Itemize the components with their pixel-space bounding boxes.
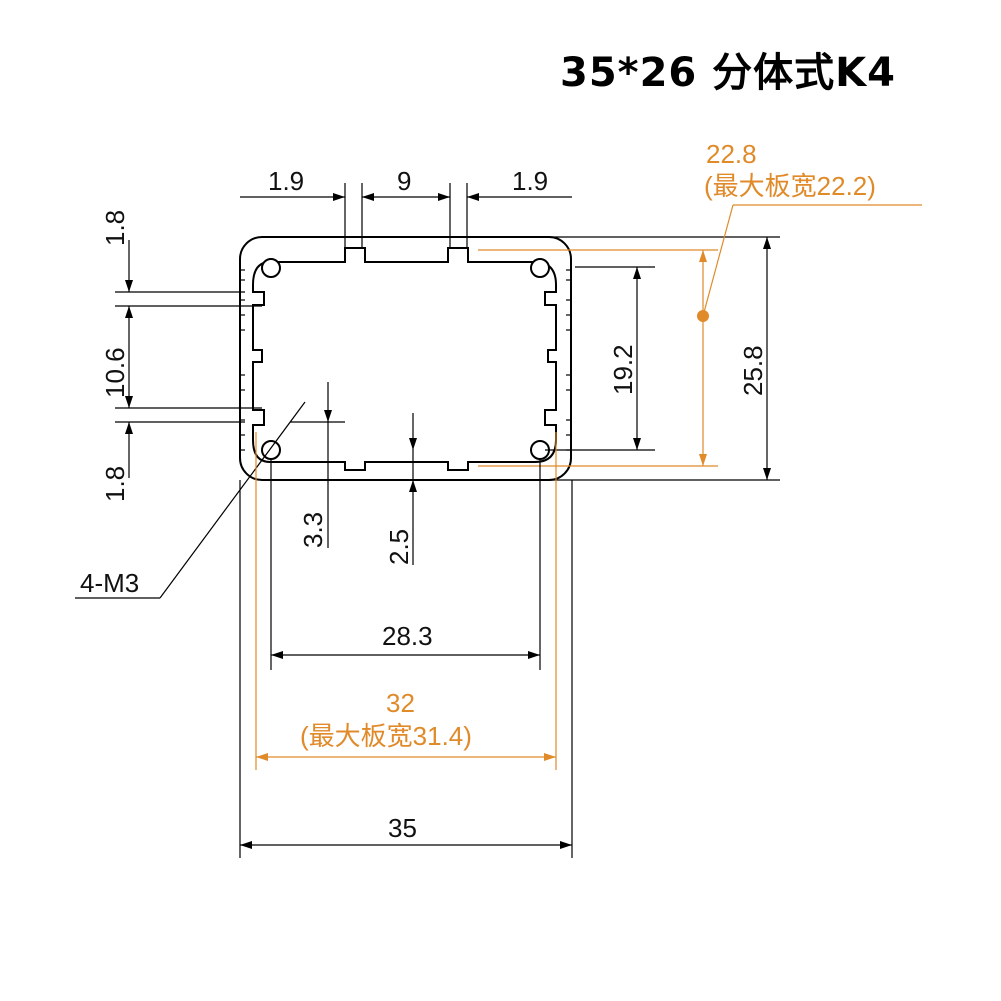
dim-outer-height: 25.8 — [738, 345, 768, 396]
dim-inner-height: 19.2 — [608, 344, 638, 395]
aluminum-profile — [239, 236, 572, 481]
dim-board-height: 22.8 — [706, 139, 757, 169]
dim-top-right-wall: 1.9 — [512, 166, 548, 196]
dim-left-top: 1.8 — [100, 210, 130, 246]
bottom-dimensions: 3.3 2.5 4-M3 28.3 32 (最大板宽31.4) 35 — [75, 382, 573, 858]
dim-left-bottom: 1.8 — [100, 466, 130, 502]
dim-screw-offset: 3.3 — [298, 512, 328, 548]
dim-top-slot: 9 — [397, 166, 411, 196]
dim-outer-width: 35 — [388, 813, 417, 843]
dim-board-height-note: (最大板宽22.2) — [704, 171, 876, 201]
dim-board-width-note: (最大板宽31.4) — [300, 721, 472, 751]
top-dimensions: 1.9 9 1.9 — [240, 166, 572, 248]
left-dimensions: 1.8 10.6 1.8 — [100, 210, 262, 502]
dim-screw-span: 28.3 — [382, 621, 433, 651]
right-dimensions: 19.2 25.8 22.8 (最大板宽22.2) — [478, 139, 922, 481]
dim-rail-offset: 2.5 — [384, 529, 414, 565]
dim-board-width: 32 — [386, 688, 415, 718]
drawing-title: 35*26 分体式K4 — [560, 50, 896, 96]
screw-label: 4-M3 — [80, 568, 139, 598]
dim-top-left-wall: 1.9 — [268, 166, 304, 196]
dim-left-mid: 10.6 — [100, 347, 130, 398]
